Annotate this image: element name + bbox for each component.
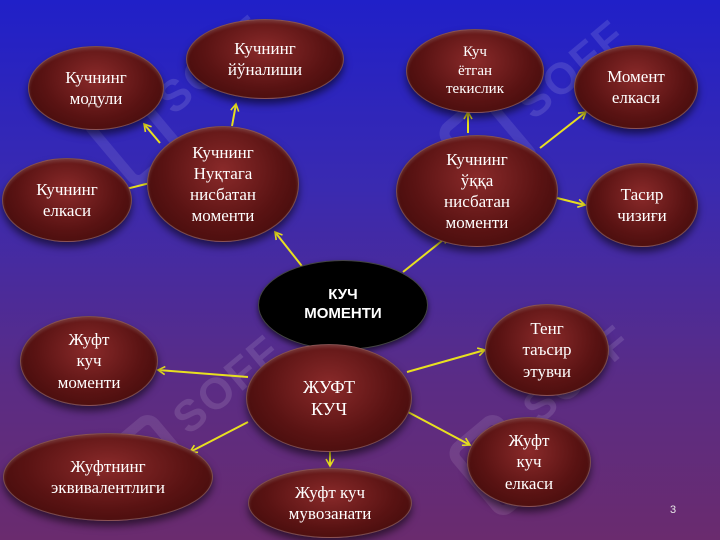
- arrow-point-to-modulus: [142, 122, 161, 144]
- slide-number: 3: [670, 504, 677, 516]
- leaf-node-force-arm: Кучнинг елкаси: [2, 158, 132, 242]
- leaf-node-couple-equivalence: Жуфтнинг эквивалентлиги: [3, 433, 213, 521]
- leaf-node-couple-balance: Жуфт куч мувозанати: [248, 468, 412, 538]
- leaf-node-force-plane: Куч ётган текислик: [406, 29, 544, 113]
- leaf-node-equal-effect: Тенг таъсир этувчи: [485, 304, 609, 396]
- arrow-axis-to-moment-arm: [539, 111, 588, 149]
- hub-node-axis-moment: Кучнинг ўққа нисбатан моменти: [396, 135, 558, 247]
- leaf-node-force-modulus: Кучнинг модули: [28, 46, 164, 130]
- arrow-couple-to-couple-moment: [156, 365, 249, 378]
- hub-node-point-moment: Кучнинг Нуқтага нисбатан моменти: [147, 126, 299, 242]
- arrow-center-to-point-moment: [274, 230, 306, 271]
- leaf-node-force-direction: Кучнинг йўналиши: [186, 19, 344, 99]
- hub-node-couple: ЖУФТ КУЧ: [246, 344, 412, 452]
- arrow-point-to-direction: [230, 102, 240, 127]
- leaf-node-couple-arm: Жуфт куч елкаси: [467, 417, 591, 507]
- arrow-couple-to-equivalence: [188, 421, 249, 454]
- center-node-force-moment: КУЧ МОМЕНТИ: [258, 260, 428, 350]
- arrow-center-to-axis-moment: [402, 234, 450, 273]
- leaf-node-action-line: Тасир чизиғи: [586, 163, 698, 247]
- arrow-axis-to-action-line: [556, 197, 587, 208]
- leaf-node-couple-moment: Жуфт куч моменти: [20, 316, 158, 406]
- arrow-couple-to-couple-arm: [407, 411, 472, 447]
- leaf-node-moment-arm: Момент елкаси: [574, 45, 698, 129]
- arrow-couple-to-equal-effect: [406, 347, 487, 373]
